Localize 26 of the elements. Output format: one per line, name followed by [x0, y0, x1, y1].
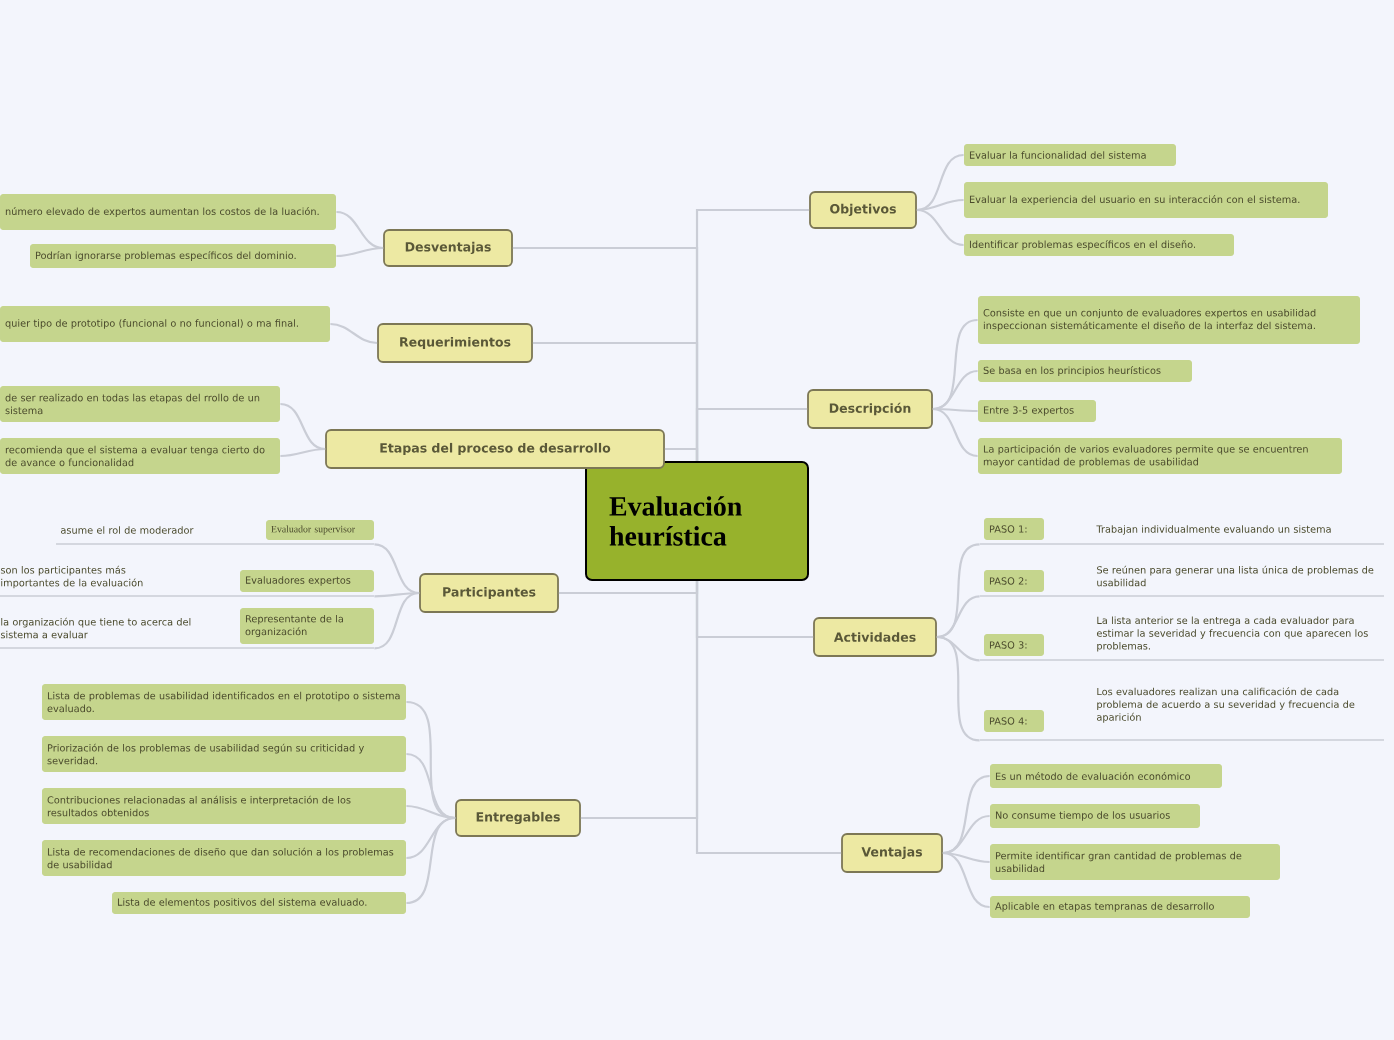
connector [374, 591, 420, 650]
connector [336, 246, 384, 258]
connector [936, 635, 980, 742]
connector [916, 198, 964, 212]
connector [932, 407, 978, 413]
connector [406, 752, 456, 820]
connector [374, 591, 420, 598]
connector [942, 851, 990, 909]
connector [942, 774, 990, 855]
connector [936, 595, 980, 639]
connector [916, 153, 964, 212]
connector [336, 210, 384, 250]
connector [280, 402, 326, 451]
connector [942, 814, 990, 855]
connector [374, 543, 420, 595]
connector [942, 851, 990, 864]
central-topic-box: Evaluación heurística [585, 461, 809, 581]
connector [330, 322, 378, 345]
connector [406, 804, 456, 820]
connector [280, 447, 326, 458]
connector [916, 208, 964, 247]
connector [932, 407, 978, 458]
connector [695, 407, 808, 461]
connector [695, 581, 842, 855]
connector [406, 816, 456, 905]
connector [932, 369, 978, 411]
